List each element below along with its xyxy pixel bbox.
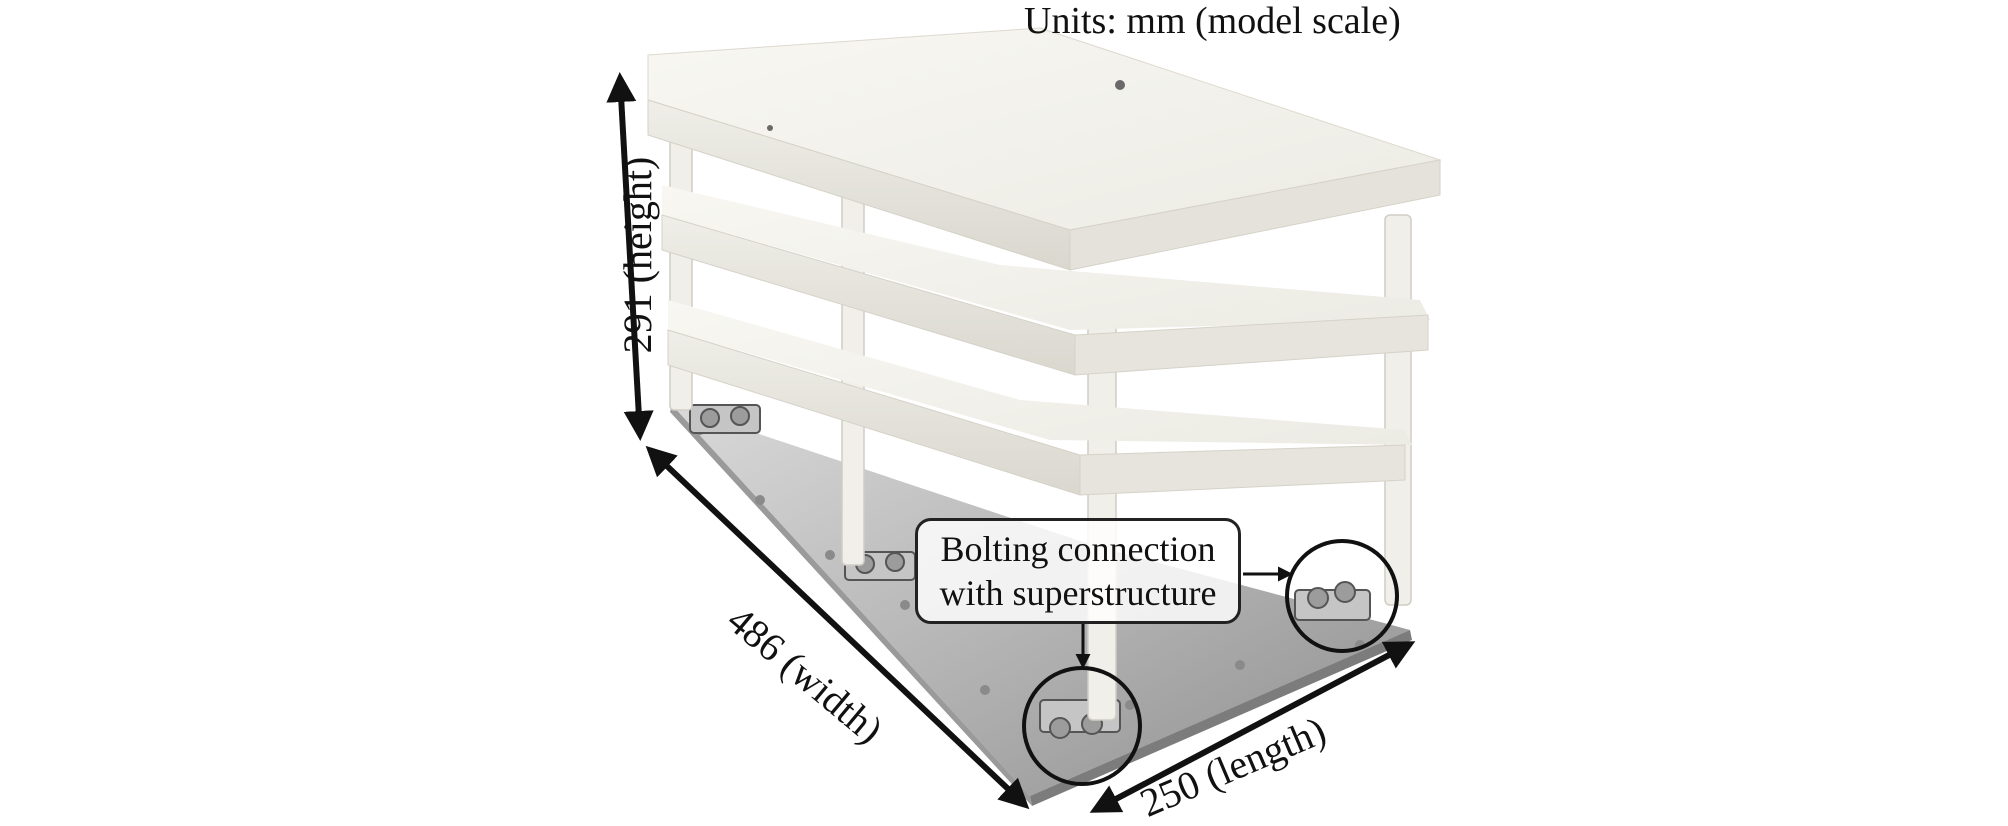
width-dimension-arrow (645, 445, 1030, 810)
height-label: 291 (height) (615, 156, 660, 354)
callout-line-1: Bolting connection (940, 529, 1216, 569)
length-dimension-arrow (1089, 641, 1416, 813)
units-label: Units: mm (model scale) (1024, 0, 1401, 42)
slab-level-2 (661, 185, 1430, 376)
bolting-callout: Bolting connection with superstructure (915, 518, 1241, 624)
slab-level-3 (647, 27, 1442, 271)
height-dimension-arrow (606, 72, 654, 441)
callout-line-2: with superstructure (939, 573, 1217, 613)
